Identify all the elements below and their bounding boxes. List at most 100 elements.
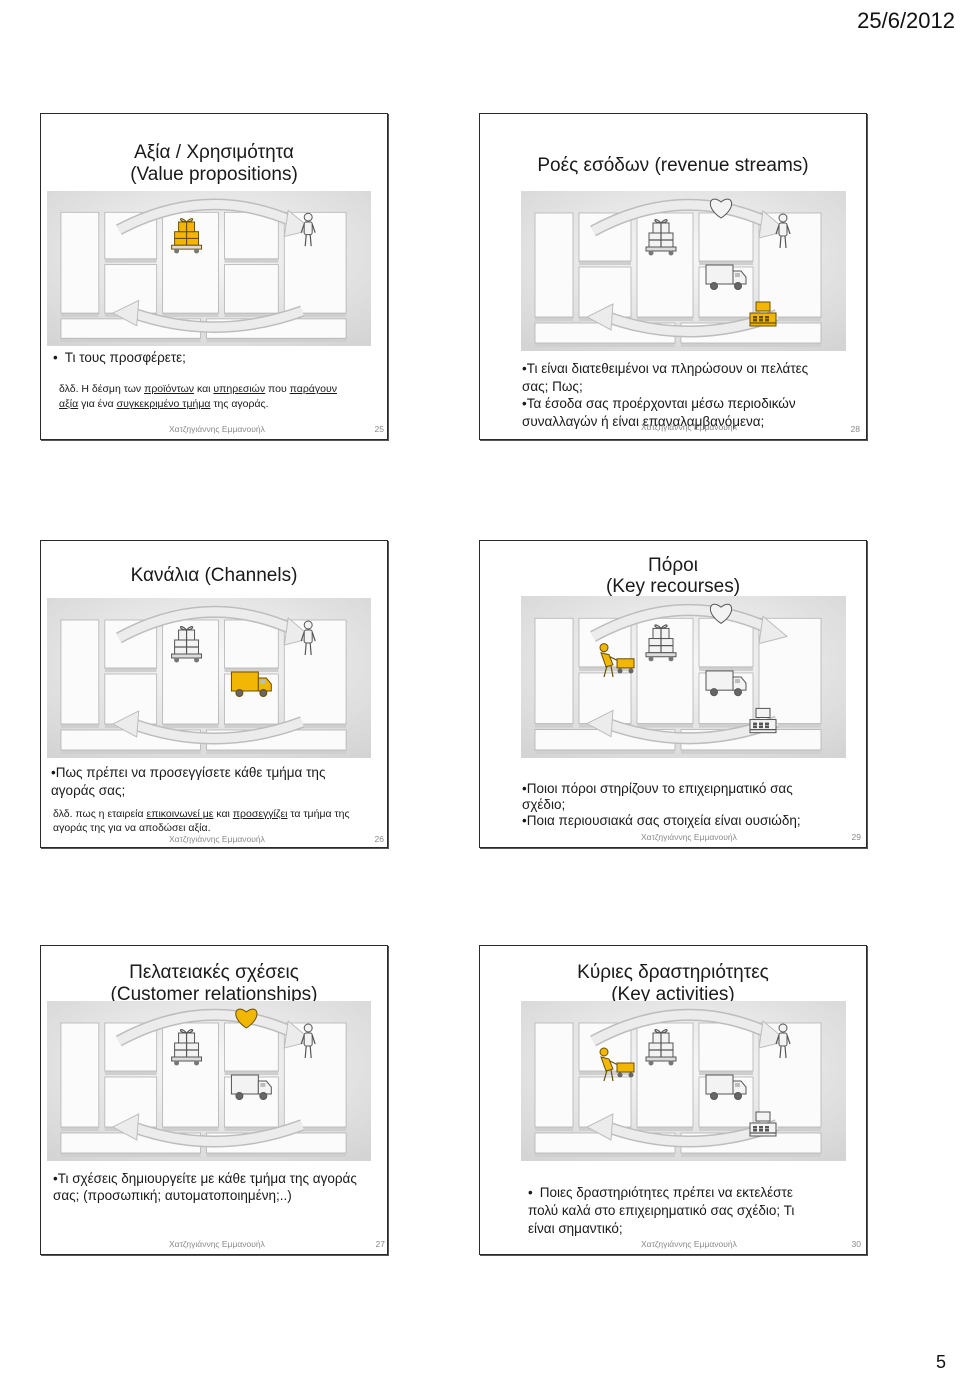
author-name: Χατζηγιάννης Εμμανουήλ — [641, 422, 737, 432]
note-text: της αγοράς. — [210, 398, 269, 410]
worker-icon — [599, 1047, 635, 1082]
cash-register-icon — [749, 301, 777, 327]
canvas-drawing — [47, 191, 371, 346]
bullet-item: Τι σχέσεις δημιουργείτε με κάθε τμήμα τη… — [53, 1170, 357, 1204]
bullet-line: αγοράς σας; — [51, 783, 126, 798]
canvas-block — [224, 619, 279, 672]
cash-register-icon — [749, 1111, 777, 1137]
slide-value-propositions: Αξία / Χρησιμότητα (Value propositions) — [40, 113, 388, 440]
bullet-list: Ποιες δραστηριότητες πρέπει να εκτελέστε… — [528, 1184, 794, 1238]
delivery-truck-icon — [230, 1074, 272, 1100]
canvas-illustration — [47, 598, 371, 758]
slide-title-line: Κύριες δραστηριότητες — [577, 962, 769, 983]
delivery-truck-icon — [230, 671, 272, 697]
bullet-list: Ποιοι πόροι στηρίζουν το επιχειρηματικό … — [522, 781, 801, 829]
note-text: δλδ. πως η εταιρεία — [53, 808, 147, 820]
note-text: δλδ. Η δέσμη των — [59, 383, 145, 395]
gift-box-icon — [171, 626, 203, 663]
note-text: για ένα — [78, 398, 117, 410]
handout-date: 25/6/2012 — [857, 8, 955, 33]
bullet-item: Ποια περιουσιακά σας στοιχεία είναι ουσι… — [522, 813, 801, 829]
note-underlined-text: συγκεκριμένο τμήμα — [116, 398, 211, 410]
slide-channels: Κανάλια (Channels) — [40, 540, 388, 848]
bullet-line: σας; Πως; — [522, 378, 583, 394]
canvas-block — [224, 1022, 279, 1075]
cycle-arrow-bottom — [111, 299, 305, 333]
person-icon — [775, 213, 791, 249]
canvas-block — [224, 264, 279, 317]
canvas-illustration — [521, 1001, 846, 1161]
gift-box-icon — [171, 1029, 203, 1066]
canvas-block — [60, 1022, 100, 1131]
gift-box-icon — [171, 218, 203, 254]
slide-title-line: Πελατειακές σχέσεις — [129, 962, 299, 983]
gift-box-icon — [645, 624, 677, 662]
cycle-arrow-bottom — [111, 1113, 305, 1148]
cycle-arrow-top — [590, 198, 789, 239]
heart-icon — [235, 1008, 258, 1029]
slide-title-line: Κανάλια (Channels) — [130, 565, 298, 586]
person-icon — [775, 1023, 791, 1059]
note-text: και — [194, 383, 214, 395]
bullet-item: Τι είναι διατεθειμένοι να πληρώσουν οι π… — [522, 360, 808, 395]
delivery-truck-icon — [705, 670, 747, 697]
bullet-line: Ποια περιουσιακά σας στοιχεία είναι ουσι… — [522, 813, 801, 829]
bullet-line: συναλλαγών ή είναι επαναλαμβανόμενα; — [522, 413, 765, 429]
author-name: Χατζηγιάννης Εμμανουήλ — [169, 834, 265, 844]
canvas-block — [698, 617, 754, 671]
bullet-list: Τι σχέσεις δημιουργείτε με κάθε τμήμα τη… — [53, 1170, 357, 1204]
note-underlined-text: παράγουν — [289, 383, 337, 395]
slide-title-line: (Key activities) — [611, 984, 735, 1005]
slide-key-resources: Πόροι (Key recourses) — [479, 540, 867, 848]
worker-icon — [599, 643, 635, 678]
canvas-illustration — [521, 596, 846, 758]
cycle-arrow-top — [590, 603, 789, 645]
author-name: Χατζηγιάννης Εμμανουήλ — [641, 1239, 737, 1249]
cycle-arrow-top — [115, 198, 314, 238]
canvas-drawing — [47, 1001, 371, 1161]
canvas-block — [698, 212, 754, 265]
bullet-line: Ποιες δραστηριότητες πρέπει να εκτελέστε — [528, 1184, 794, 1202]
slide-title: Πελατειακές σχέσεις (Customer relationsh… — [41, 962, 387, 1006]
slide-revenue-streams: Ροές εσόδων (revenue streams) — [479, 113, 867, 440]
bullet-line: σας; (προσωπική; αυτοματοποιημένη;..) — [53, 1188, 292, 1203]
canvas-drawing — [521, 191, 846, 351]
note-line: δλδ. Η δέσμη των προϊόντων και υπηρεσιών… — [59, 382, 337, 397]
person-icon — [300, 620, 316, 656]
slide-number: 27 — [375, 1239, 385, 1249]
heart-icon — [710, 603, 732, 624]
bullet-line: Τι τους προσφέρετε; — [53, 349, 186, 367]
bullet-line: Τι σχέσεις δημιουργείτε με κάθε τμήμα τη… — [53, 1170, 357, 1187]
slide-key-activities: Κύριες δραστηριότητες (Key activities) — [479, 945, 867, 1255]
note-line: δλδ. πως η εταιρεία επικοινωνεί με και π… — [53, 807, 350, 821]
slide-number: 28 — [850, 424, 860, 434]
note-line: αξία για ένα συγκεκριμένο τμήμα της αγορ… — [59, 397, 337, 412]
canvas-illustration — [521, 191, 846, 351]
definition-note: δλδ. Η δέσμη των προϊόντων και υπηρεσιών… — [59, 382, 337, 412]
author-name: Χατζηγιάννης Εμμανουήλ — [641, 832, 737, 842]
note-text: αγοράς της για να αποδώσει αξία. — [53, 822, 211, 834]
gift-box-icon — [645, 219, 677, 256]
slide-title: Κύριες δραστηριότητες (Key activities) — [480, 962, 866, 1006]
bullet-item: Τα έσοδα σας προέρχονται μέσω περιοδικών… — [522, 395, 808, 430]
bullet-item: Τι τους προσφέρετε; — [53, 349, 186, 367]
bullet-line: σχέδιο; — [522, 797, 566, 812]
page-number: 5 — [936, 1352, 947, 1372]
canvas-block — [534, 1022, 574, 1131]
canvas-block — [534, 212, 574, 321]
slide-title: Αξία / Χρησιμότητα (Value propositions) — [41, 142, 387, 186]
slide-title: Κανάλια (Channels) — [41, 565, 387, 587]
delivery-truck-icon — [705, 1074, 747, 1100]
note-underlined-text: υπηρεσιών — [213, 383, 266, 395]
slide-title-line: Αξία / Χρησιμότητα — [134, 142, 294, 163]
author-name: Χατζηγιάννης Εμμανουήλ — [169, 1239, 265, 1249]
canvas-illustration — [47, 191, 371, 346]
slide-title-line: (Key recourses) — [605, 576, 741, 597]
heart-icon — [710, 198, 732, 219]
bullet-item: Πως πρέπει να προσεγγίσετε κάθε τμήμα τη… — [51, 764, 325, 800]
bullet-line: είναι σημαντικό; — [528, 1221, 623, 1236]
slide-title-line: Ροές εσόδων (revenue streams) — [537, 155, 809, 176]
canvas-drawing — [521, 596, 846, 758]
canvas-block — [60, 211, 100, 317]
canvas-block — [224, 211, 279, 263]
